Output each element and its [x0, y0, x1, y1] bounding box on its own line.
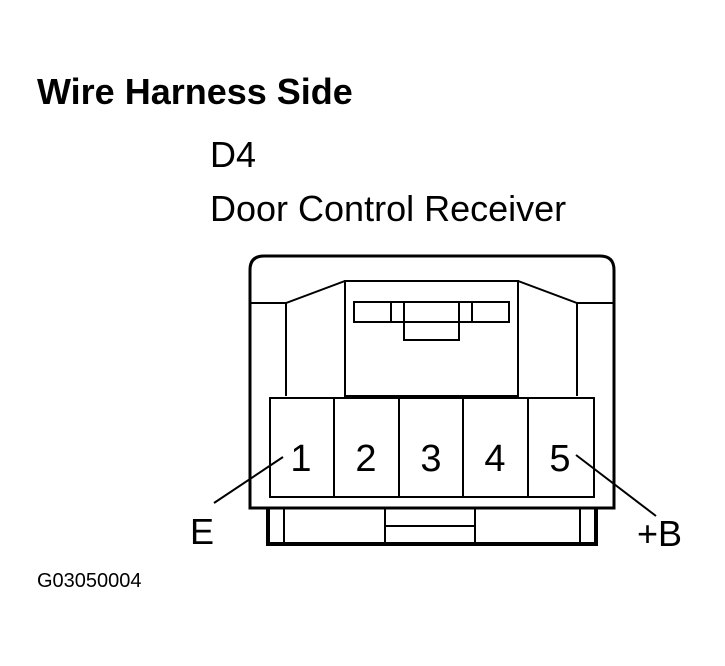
connector-bottom-rail	[266, 508, 598, 546]
callout-leader-e	[213, 456, 284, 504]
callout-label-e: E	[190, 511, 214, 552]
connector-housing	[248, 254, 616, 510]
callout-leader-b	[575, 454, 657, 517]
figure-id: G03050004	[37, 570, 142, 592]
pin-5-label: 5	[549, 438, 570, 480]
connector-name: Door Control Receiver	[210, 188, 567, 229]
connector-code: D4	[210, 134, 257, 175]
connector-latch-slot	[353, 301, 510, 323]
pin-1-label: 1	[290, 438, 311, 480]
connector-upper-frame	[250, 280, 614, 304]
terminal-block	[269, 397, 595, 498]
pin-4-label: 4	[484, 438, 505, 480]
callout-label-b: +B	[637, 513, 682, 554]
connector-latch-tab	[403, 301, 460, 341]
connector-bottom-key	[384, 507, 476, 527]
pin-2-label: 2	[355, 438, 376, 480]
pin-3-label: 3	[420, 438, 441, 480]
connector-latch-frame	[344, 280, 519, 397]
diagram-title: Wire Harness Side	[37, 71, 353, 112]
